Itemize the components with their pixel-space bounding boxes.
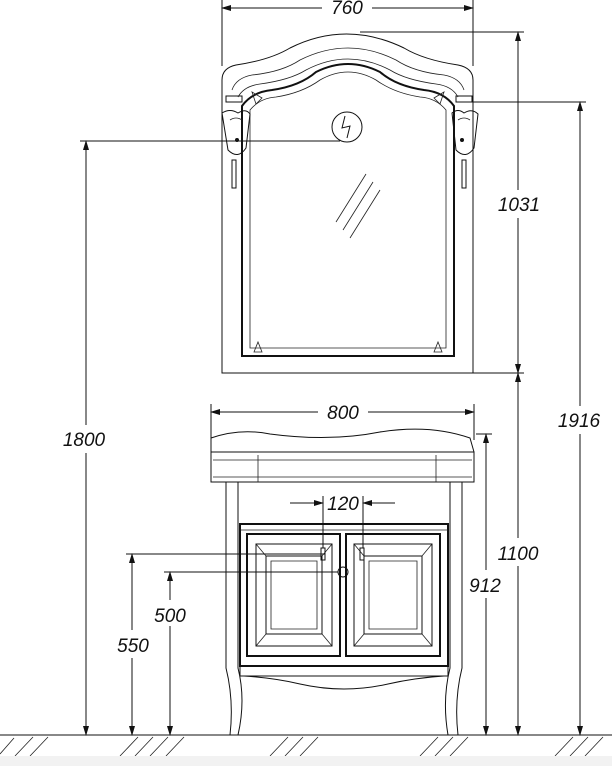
dim-label-cabinet-height: 1100 <box>498 544 539 565</box>
dim-label-light-height: 1800 <box>63 430 106 451</box>
dim-drain-height: 500 <box>154 571 338 736</box>
wall-light-right <box>451 95 479 189</box>
dim-countertop-height: 912 <box>469 433 501 736</box>
electrical-outlet-icon <box>331 111 363 143</box>
floor-line <box>0 734 612 757</box>
mirror <box>221 33 474 374</box>
dim-label-drain-spacing: 120 <box>327 494 359 515</box>
wall-light-left <box>221 95 251 189</box>
vanity-cabinet <box>210 428 475 736</box>
dim-overall-height: 1916 <box>470 101 601 736</box>
dim-label-mirror-width: 760 <box>331 0 363 19</box>
dim-mirror-width: 760 <box>221 0 474 66</box>
dim-cabinet-width: 800 <box>210 403 475 440</box>
bottom-band <box>0 756 612 766</box>
dim-mirror-height: 1031 <box>360 31 540 374</box>
dim-label-cabinet-width: 800 <box>327 403 359 424</box>
dim-inlet-height: 550 <box>117 553 325 736</box>
dim-light-height: 1800 <box>63 140 340 736</box>
dim-label-inlet-height: 550 <box>117 636 149 657</box>
dim-label-countertop-height: 912 <box>469 576 501 597</box>
dim-cabinet-height: 1100 <box>498 372 539 736</box>
mirror-glare-icon <box>335 173 381 239</box>
dim-drain-spacing: 120 <box>290 494 395 548</box>
dim-label-overall-height: 1916 <box>558 411 601 432</box>
dim-label-drain-height: 500 <box>154 606 186 627</box>
dim-label-mirror-height: 1031 <box>498 195 540 216</box>
